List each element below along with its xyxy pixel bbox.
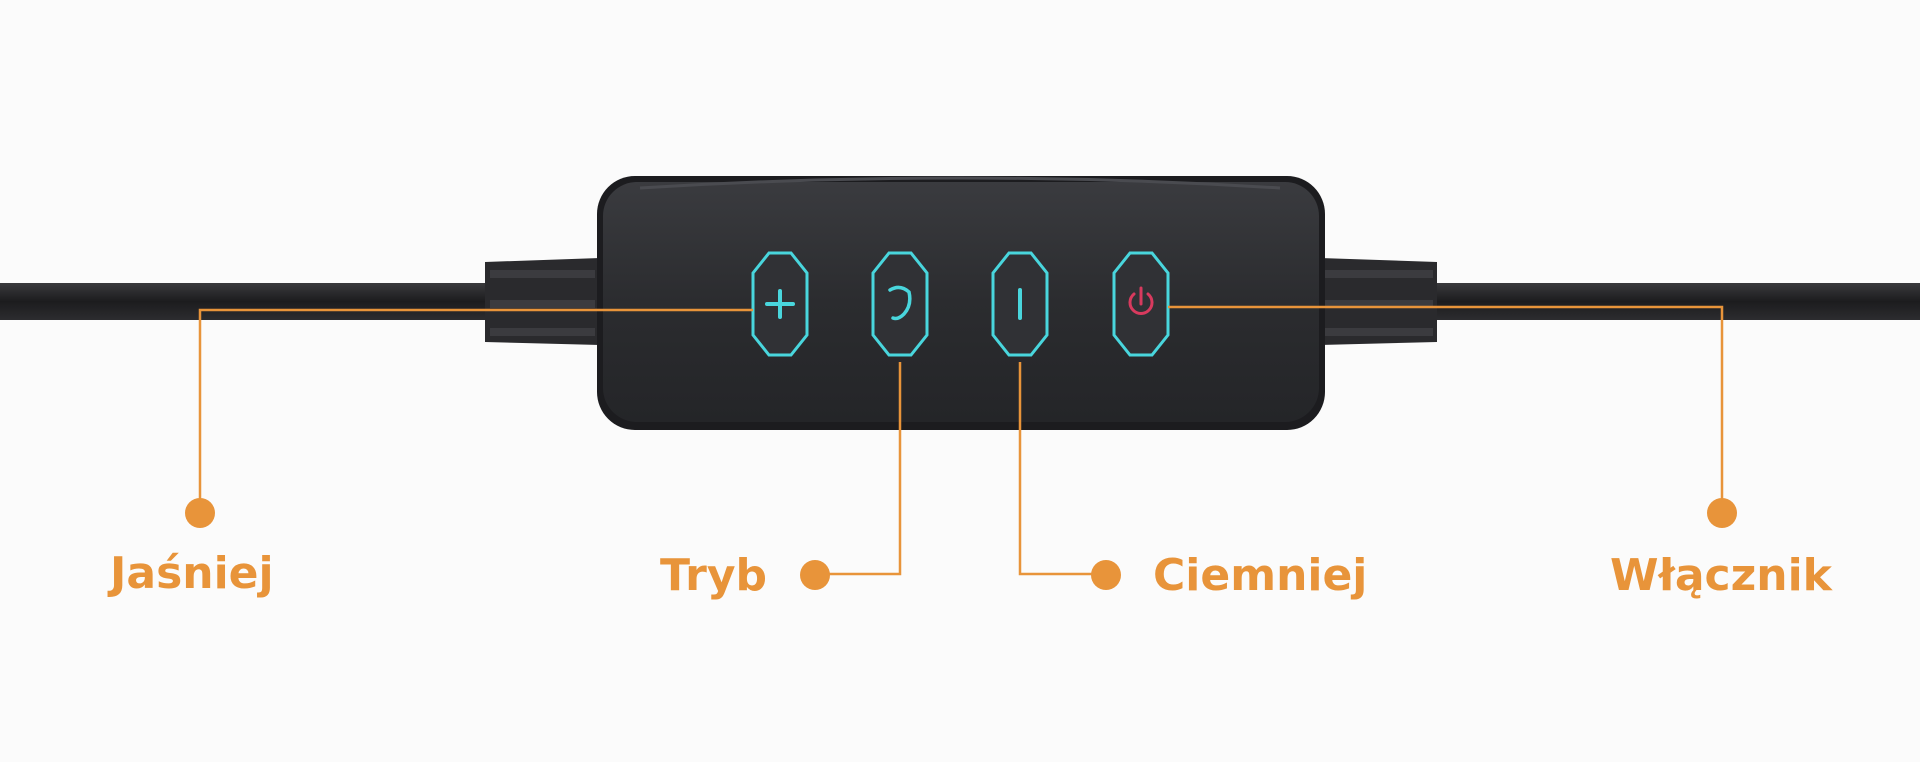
brighter-button[interactable]	[751, 251, 809, 357]
dimmer-button[interactable]	[991, 251, 1049, 357]
mode-icon	[888, 285, 912, 321]
callout-dot-dimmer	[1091, 560, 1121, 590]
cable-right	[1430, 283, 1920, 320]
label-brighter: Jaśniej	[110, 548, 274, 599]
label-mode: Tryb	[660, 550, 768, 601]
power-icon	[1128, 286, 1154, 315]
callout-line-dimmer	[1018, 362, 1105, 576]
label-dimmer: Ciemniej	[1153, 550, 1368, 601]
controller-body	[597, 176, 1325, 430]
callout-line-mode	[815, 362, 902, 576]
callout-line-brighter	[198, 308, 753, 510]
callout-line-power	[1168, 305, 1724, 510]
callout-dot-brighter	[185, 498, 215, 528]
strain-relief-left	[485, 258, 600, 345]
mode-button[interactable]	[871, 251, 929, 357]
callout-dot-power	[1707, 498, 1737, 528]
plus-icon	[765, 289, 795, 319]
label-power: Włącznik	[1610, 550, 1832, 601]
callout-dot-mode	[800, 560, 830, 590]
power-button[interactable]	[1112, 251, 1170, 357]
cable-left	[0, 283, 495, 320]
strain-relief-right	[1320, 258, 1437, 345]
